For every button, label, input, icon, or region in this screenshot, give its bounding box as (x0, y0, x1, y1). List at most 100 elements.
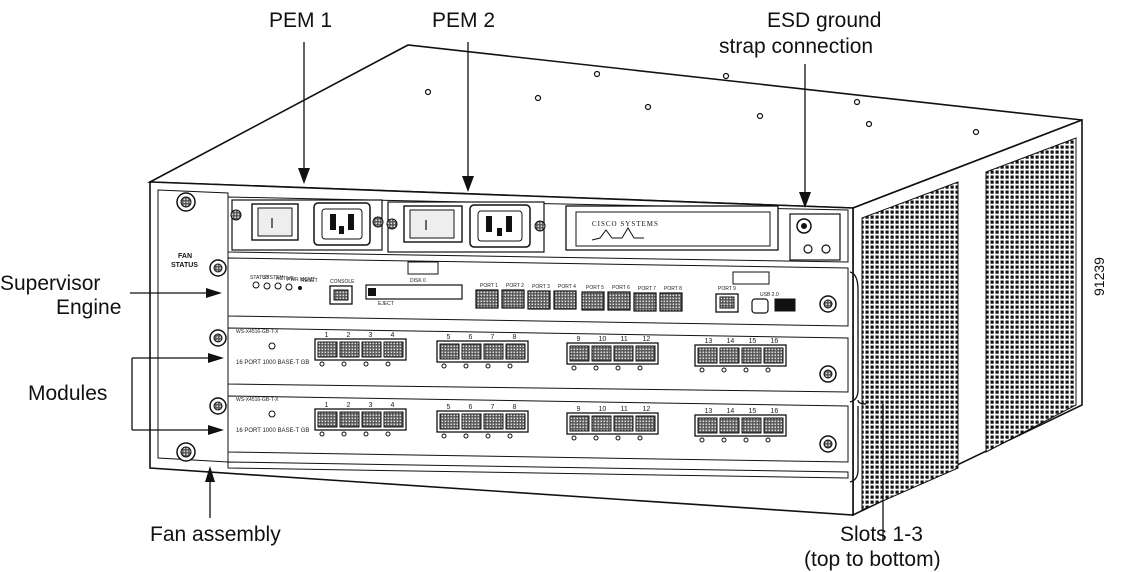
supervisor-led-label-status: STATUS (250, 275, 270, 281)
port-group-frame (566, 412, 659, 435)
sfp-port-label-8: PORT 8 (664, 286, 682, 292)
port-number-label: 10 (599, 406, 607, 413)
port-link-led (341, 431, 347, 437)
rj45-port[interactable] (719, 417, 740, 434)
port-number-label: 7 (491, 404, 495, 411)
port-number-label: 13 (705, 338, 713, 345)
rj45-port[interactable] (591, 415, 612, 432)
eject-button[interactable] (368, 288, 376, 296)
port-link-led (385, 361, 391, 367)
port-number-label: 5 (447, 404, 451, 411)
sfp-port-8[interactable] (659, 292, 683, 312)
port-number-label: 5 (447, 334, 451, 341)
port-number-label: 12 (643, 336, 651, 343)
sfp-port-1[interactable] (475, 289, 499, 309)
rj45-port[interactable] (483, 413, 504, 430)
logo-panel: CISCO SYSTEMS (565, 205, 779, 251)
port-number-label: 9 (577, 336, 581, 343)
usb-a-port[interactable] (774, 298, 796, 312)
rj45-port[interactable] (763, 417, 784, 434)
sfp-port-7[interactable] (633, 292, 657, 312)
module-1-status-led (268, 342, 276, 350)
rj45-port[interactable] (317, 341, 338, 358)
port-number-label: 4 (391, 402, 395, 409)
port-link-led (743, 437, 749, 443)
sfp-port-label-2: PORT 2 (506, 283, 524, 289)
port-link-led (593, 435, 599, 441)
sfp-port-5[interactable] (581, 291, 605, 311)
rj45-port[interactable] (569, 415, 590, 432)
rj45-port[interactable] (697, 417, 718, 434)
port-number-label: 3 (369, 332, 373, 339)
rj45-port[interactable] (613, 415, 634, 432)
sfp-port-6[interactable] (607, 291, 631, 311)
supervisor-led-label-pwr-mgmt: PWR MGMT (287, 277, 315, 283)
sfp-port-label-3: PORT 3 (532, 284, 550, 290)
rj45-port[interactable] (383, 341, 404, 358)
rj45-port[interactable] (361, 341, 382, 358)
sfp-port-label-6: PORT 6 (612, 285, 630, 291)
port-number-label: 16 (771, 338, 779, 345)
esd-panel (789, 213, 841, 261)
sfp-port-2[interactable] (501, 289, 525, 309)
rj45-port[interactable] (719, 347, 740, 364)
module-2-description: 16 PORT 1000 BASE-T GB (236, 428, 309, 434)
supervisor-led-label-system: SYSTEM (263, 275, 284, 281)
rj45-port[interactable] (317, 411, 338, 428)
port-link-led (637, 365, 643, 371)
compact-flash-slot[interactable] (365, 284, 463, 300)
port-link-led (319, 431, 325, 437)
port-number-label: 2 (347, 332, 351, 339)
rj45-port[interactable] (569, 345, 590, 362)
pem-1-screw-icon (230, 209, 242, 221)
rj45-port[interactable] (361, 411, 382, 428)
rj45-port[interactable] (635, 415, 656, 432)
callout-fan-assembly: Fan assembly (150, 523, 281, 546)
rj45-port[interactable] (763, 347, 784, 364)
rj45-port[interactable] (383, 411, 404, 428)
rj45-port[interactable] (697, 347, 718, 364)
rj45-port[interactable] (461, 343, 482, 360)
callout-esd-line-1: ESD ground (767, 9, 881, 32)
port-link-led (485, 363, 491, 369)
port-link-led (463, 433, 469, 439)
top-screws (424, 70, 980, 136)
port-link-led (363, 431, 369, 437)
rj45-port[interactable] (505, 413, 526, 430)
rj45-port[interactable] (505, 343, 526, 360)
rj45-port[interactable] (483, 343, 504, 360)
rj45-port[interactable] (339, 411, 360, 428)
port-number-label: 4 (391, 332, 395, 339)
rj45-port[interactable] (613, 345, 634, 362)
port-number-label: 14 (727, 338, 735, 345)
rj45-port[interactable] (439, 343, 460, 360)
sfp-port-4[interactable] (553, 290, 577, 310)
port-link-led (363, 361, 369, 367)
callout-leaders (130, 42, 884, 540)
rj45-port[interactable] (635, 345, 656, 362)
fan-tray-thumbscrew-bottom-icon (176, 442, 196, 462)
callout-pem-1: PEM 1 (269, 9, 332, 32)
port-group-frame (436, 340, 529, 363)
port-group-frame (436, 410, 529, 433)
pem-2-thumbscrew-icon (534, 220, 546, 232)
rj45-port[interactable] (339, 341, 360, 358)
rj45-port[interactable] (461, 413, 482, 430)
sfp-port-label-4: PORT 4 (558, 284, 576, 290)
port-link-led (341, 361, 347, 367)
sfp-port-3[interactable] (527, 290, 551, 310)
usb-b-port[interactable] (751, 298, 769, 314)
callout-slots-line-1: Slots 1-3 (840, 523, 923, 546)
callout-esd-line-2: strap connection (719, 35, 873, 58)
supervisor-label-window (407, 261, 439, 275)
rj45-port[interactable] (741, 417, 762, 434)
pem-2-module (386, 201, 546, 253)
rj45-port[interactable] (591, 345, 612, 362)
rj45-port[interactable] (439, 413, 460, 430)
rj45-port[interactable] (741, 347, 762, 364)
port-link-led (699, 367, 705, 373)
callout-modules: Modules (28, 382, 107, 405)
port-link-led (571, 435, 577, 441)
port-link-led (637, 435, 643, 441)
